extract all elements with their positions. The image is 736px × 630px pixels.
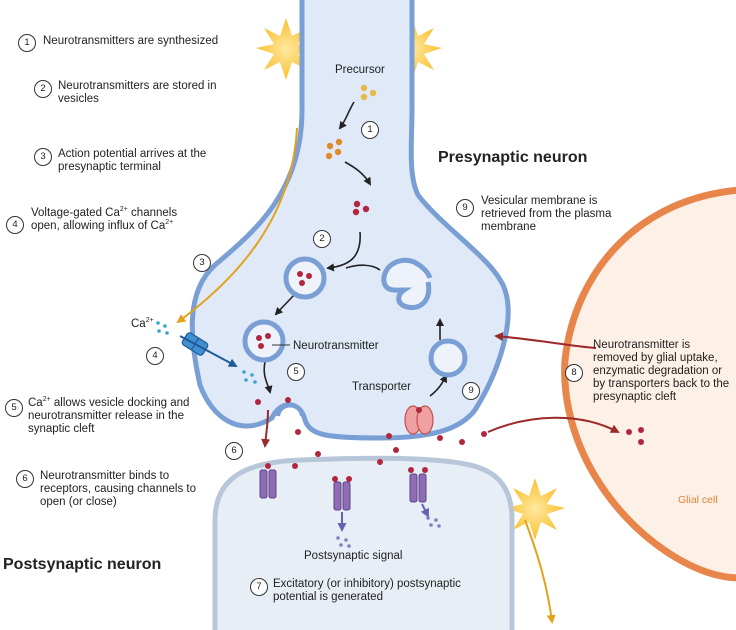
- receptor-3: [408, 467, 428, 503]
- step-number-8: 8: [565, 364, 583, 382]
- postsynaptic-signal-label: Postsynaptic signal: [304, 550, 403, 562]
- synthesis-arrow-2: [344, 161, 372, 186]
- calcium-ions-outside: [156, 321, 169, 335]
- step-text-1: Neurotransmitters are synthesized: [43, 35, 219, 47]
- step-number-1: 1: [18, 34, 36, 52]
- retrieved-membrane: [381, 257, 433, 310]
- step-text-6: Neurotransmitter binds to receptors, cau…: [40, 470, 196, 508]
- storage-vesicle: [283, 256, 327, 300]
- calcium-ions-inside: [242, 370, 257, 384]
- recycled-vesicle: [428, 338, 468, 378]
- glial-cell: [561, 186, 736, 582]
- action-potential-arrow: [176, 127, 298, 324]
- glial-cell-label: Glial cell: [678, 494, 718, 506]
- precursor-molecules: [360, 84, 377, 101]
- cleft-neurotransmitters: [255, 397, 487, 469]
- vesicle-recycle-arrow: [345, 264, 381, 271]
- diagram-step-6: 6: [225, 442, 243, 460]
- diagram-step-3: 3: [193, 254, 211, 272]
- glial-uptake-molecules: [626, 427, 644, 445]
- diagram-step-2: 2: [313, 230, 331, 248]
- step-number-5: 5: [5, 399, 23, 417]
- action-potential-flash-post: [505, 478, 565, 540]
- receptor-2: [332, 476, 352, 511]
- signal-arrow-2: [420, 503, 429, 518]
- storage-arrow: [326, 231, 361, 272]
- diagram-step-4: 4: [146, 347, 164, 365]
- glial-uptake-arrow: [487, 416, 620, 433]
- synthesis-arrow-1: [338, 101, 355, 130]
- step-text-2: Neurotransmitters are stored in vesicles: [58, 80, 217, 105]
- step-number-3: 3: [34, 148, 52, 166]
- calcium-influx-arrow: [179, 335, 238, 367]
- intermediate-molecules: [325, 138, 343, 160]
- neurotransmitter-label: Neurotransmitter: [293, 340, 379, 352]
- transporter-label: Transporter: [352, 381, 412, 393]
- receptor-1: [259, 463, 277, 499]
- step-text-7: Excitatory (or inhibitory) postsynaptic …: [273, 578, 461, 603]
- calcium-label: Ca2+: [131, 317, 154, 330]
- synthesized-neurotransmitter: [352, 200, 370, 216]
- step-text-8: Neurotransmitter is removed by glial upt…: [593, 339, 730, 403]
- transporter-arrow: [429, 374, 447, 397]
- release-arrow: [261, 409, 271, 448]
- transporter: [404, 405, 434, 435]
- signal-ions: [336, 516, 441, 548]
- step-text-9: Vesicular membrane is retrieved from the…: [481, 195, 612, 233]
- moving-vesicle: [242, 319, 286, 363]
- step-text-5: Ca2+ allows vesicle docking and neurotra…: [28, 396, 190, 435]
- postsynaptic-potential-arrow: [524, 519, 556, 624]
- step-text-3: Action potential arrives at the presynap…: [58, 148, 207, 173]
- diagram-step-1: 1: [361, 121, 379, 139]
- removal-arrow: [494, 332, 597, 349]
- step-number-7: 7: [250, 578, 268, 596]
- postsynaptic-neuron-title: Postsynaptic neuron: [3, 556, 162, 573]
- step-number-9: 9: [456, 199, 474, 217]
- precursor-label: Precursor: [335, 64, 385, 76]
- step-number-2: 2: [34, 80, 52, 98]
- presynaptic-neuron-title: Presynaptic neuron: [438, 149, 588, 166]
- step-number-4: 4: [6, 216, 24, 234]
- step-number-6: 6: [16, 470, 34, 488]
- docked-vesicle: [276, 403, 304, 417]
- vesicle-move-arrow-2: [263, 361, 273, 394]
- diagram-step-9: 9: [462, 382, 480, 400]
- diagram-step-5: 5: [287, 363, 305, 381]
- vesicle-move-arrow-1: [274, 293, 296, 316]
- postsynaptic-neuron: [212, 455, 515, 630]
- step-text-4: Voltage-gated Ca2+ channels open, allowi…: [31, 206, 178, 232]
